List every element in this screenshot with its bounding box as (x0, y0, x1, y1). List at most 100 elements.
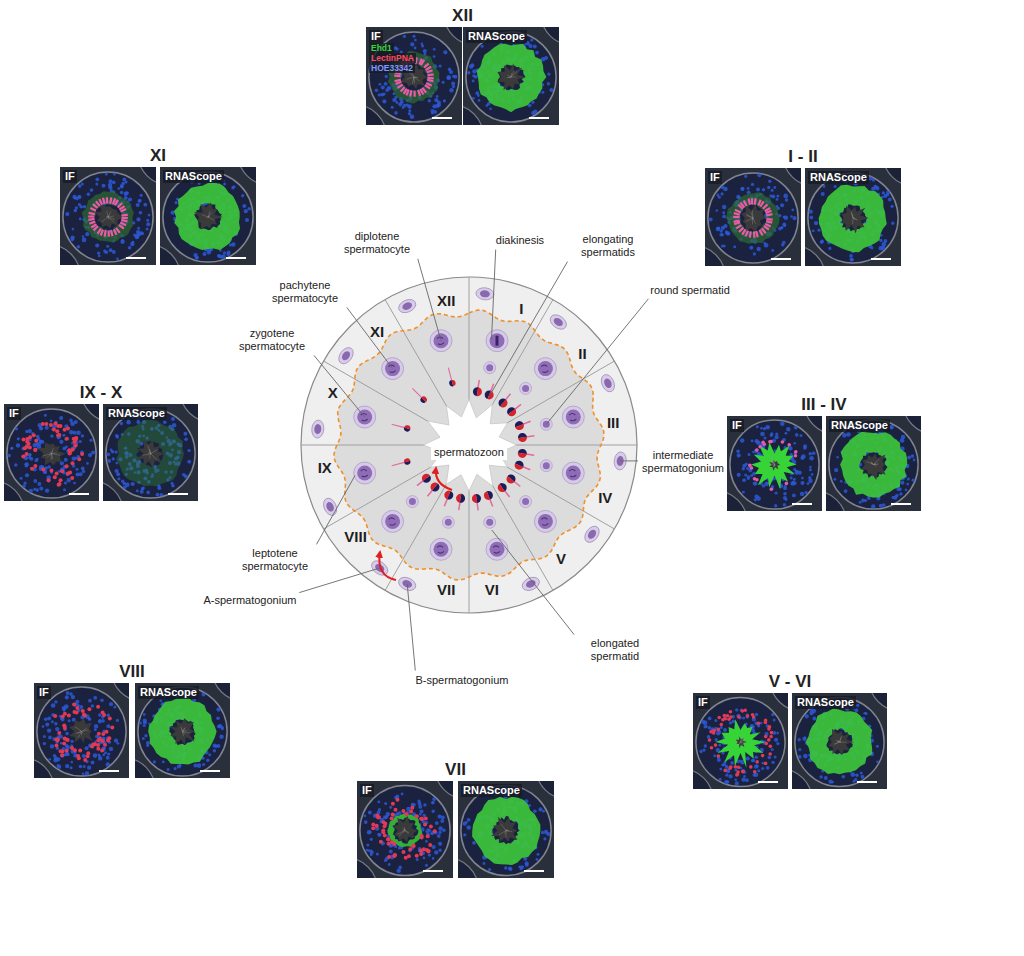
acrosome-signal (760, 201, 763, 206)
acrosome-signal (735, 210, 741, 213)
nucleus (72, 228, 75, 231)
acrosome-signal (765, 224, 771, 227)
acrosome-signal (78, 749, 82, 753)
nucleus (757, 173, 761, 177)
nucleus (98, 255, 101, 258)
nucleus (163, 420, 167, 424)
nucleus (414, 39, 417, 42)
nucleus (81, 467, 85, 471)
nucleus (842, 433, 847, 438)
nucleus (44, 718, 48, 722)
nucleus (791, 209, 794, 212)
nucleus (120, 240, 124, 244)
nucleus (16, 443, 20, 447)
acrosome (496, 484, 505, 494)
chromatin (569, 470, 576, 477)
scale-bar (771, 258, 791, 260)
nucleus (171, 482, 174, 485)
release-arrow (436, 468, 452, 490)
chromatin (569, 414, 576, 421)
leader-line (492, 530, 574, 635)
spermatid-head (443, 489, 455, 501)
acrosome-signal (101, 732, 105, 736)
nucleus (74, 209, 78, 213)
nucleus (67, 478, 71, 482)
acrosome (404, 424, 411, 429)
nucleus (530, 38, 533, 41)
nucleus (63, 709, 66, 712)
nucleus (913, 459, 916, 462)
nucleus (187, 449, 190, 452)
neighbour-tubule (111, 683, 129, 701)
chromatin (541, 365, 548, 372)
acrosome-signal (410, 90, 411, 96)
nucleus (776, 195, 779, 198)
nucleus (447, 75, 451, 79)
nucleus (20, 477, 23, 480)
nucleus (408, 112, 411, 115)
acrosome-signal (115, 200, 118, 205)
neighbour-tubule (903, 416, 921, 434)
acrosome-signal (99, 199, 102, 205)
lumen-fibre (101, 217, 108, 223)
nucleus (785, 432, 788, 435)
nucleus (834, 185, 837, 188)
acrosome-signal (86, 754, 90, 758)
nucleus (535, 51, 539, 55)
panel-title: IF (369, 30, 383, 43)
nucleus (55, 727, 59, 731)
nucleus (29, 489, 33, 493)
nucleus (17, 437, 20, 440)
nucleus (387, 86, 392, 91)
acrosome-signal (749, 199, 750, 205)
cycle-wheel (301, 277, 637, 613)
nucleus (442, 81, 445, 84)
nucleus (29, 453, 32, 456)
nucleus (783, 486, 787, 490)
spermatogonium-nucleus (340, 350, 352, 362)
micrograph-panel: RNAScope (805, 168, 901, 266)
nucleus (770, 434, 773, 437)
spermatocyte (562, 406, 584, 428)
nucleus (750, 474, 753, 477)
acrosome-signal (22, 437, 26, 441)
spermatogonium-nucleus (480, 290, 491, 298)
spermatid-head (403, 424, 411, 432)
nucleus (760, 427, 763, 430)
nucleus (115, 450, 118, 453)
tubule-lumen (38, 443, 66, 466)
nucleus (790, 453, 793, 456)
nucleus (146, 228, 149, 231)
acrosome-signal (781, 440, 785, 444)
spermatocyte-nucleus (490, 542, 505, 557)
nucleus (748, 453, 751, 456)
nucleus (489, 107, 492, 110)
lumen-fibre (78, 732, 82, 738)
nucleus (439, 64, 442, 67)
nucleus (245, 218, 249, 222)
nucleus (544, 56, 548, 60)
nucleus (716, 209, 719, 212)
nucleus (77, 245, 81, 249)
round-spermatid (520, 382, 532, 394)
tubule-outline (106, 409, 195, 498)
acrosome-signal (63, 726, 67, 730)
ehd1-mrna-signal (819, 185, 887, 252)
spermatid-head (496, 481, 509, 494)
acrosome-signal (75, 710, 79, 714)
nucleus (451, 82, 455, 86)
nucleus (385, 75, 388, 78)
spermatid-head (420, 472, 433, 485)
nucleus (821, 192, 825, 196)
tubule-lumen (69, 719, 93, 744)
acrosome (471, 494, 477, 504)
acrosome-signal (100, 748, 104, 752)
tubule-outline (7, 409, 96, 498)
lumen-fibre (108, 217, 114, 222)
nucleus (137, 227, 140, 230)
lumen-fibre (52, 453, 57, 454)
nucleus (800, 434, 803, 437)
nucleus (448, 68, 452, 72)
nucleus (809, 216, 813, 220)
nucleus (78, 184, 82, 188)
